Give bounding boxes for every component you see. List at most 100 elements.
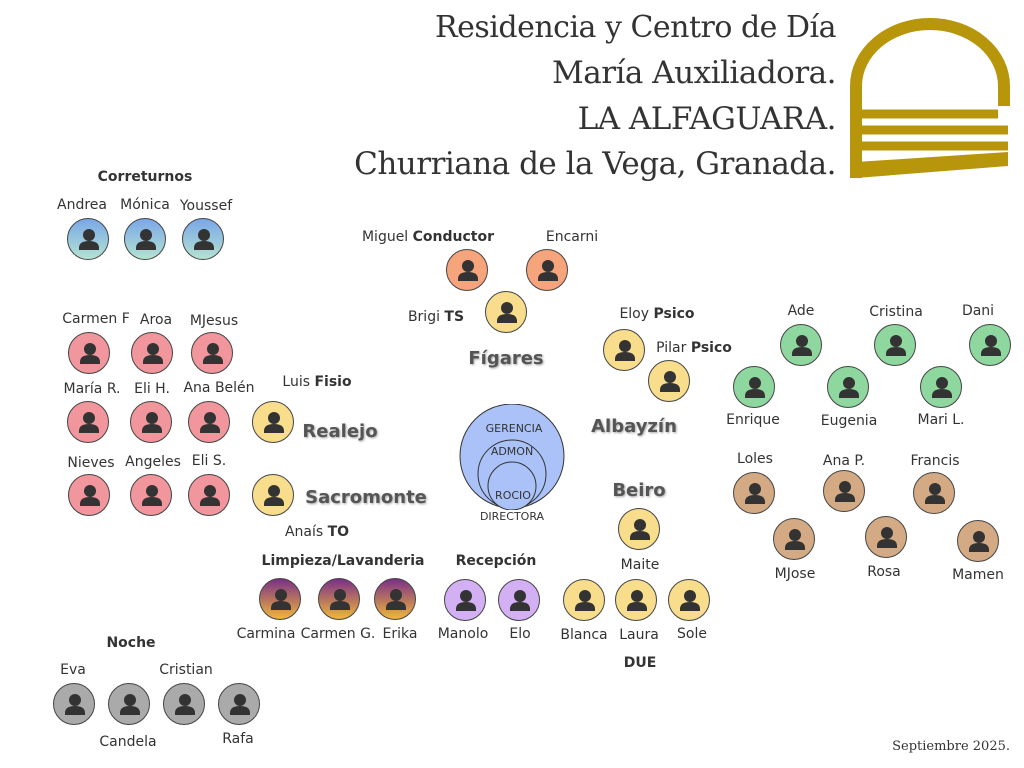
name-eloy: Eloy: [619, 306, 650, 322]
name-eli-s: Eli S.: [191, 453, 227, 469]
person-icon: [264, 485, 284, 506]
avatar-manolo: [444, 579, 486, 621]
name-anais: Anaís: [284, 524, 324, 540]
avatar-maite: [618, 508, 660, 550]
person-icon: [981, 335, 1001, 356]
avatar-dani: [969, 324, 1011, 366]
avatar-luis: [252, 401, 294, 443]
avatar-ana-p: [823, 470, 865, 512]
person-icon: [143, 343, 163, 364]
name-pilar: Pilar: [656, 340, 687, 356]
person-icon: [142, 485, 162, 506]
person-icon: [785, 529, 805, 550]
person-icon: [264, 412, 284, 433]
name-laura: Laura: [619, 627, 659, 643]
name-pilar-psico: Pilar Psico: [656, 340, 732, 356]
name-nieves: Nieves: [67, 455, 115, 471]
name-eva: Eva: [60, 662, 86, 678]
role-to: TO: [327, 524, 350, 540]
avatar-mjesus: [191, 332, 233, 374]
person-icon: [271, 589, 291, 610]
due-heading: DUE: [623, 655, 657, 671]
gerencia-label: GERENCIA: [486, 422, 543, 435]
name-youssef: Youssef: [179, 198, 233, 214]
name-maria-r: María R.: [63, 381, 121, 397]
person-icon: [835, 481, 855, 502]
avatar-pilar: [648, 360, 690, 402]
person-icon: [194, 229, 214, 250]
person-icon: [79, 412, 99, 433]
name-andrea: Andrea: [57, 197, 107, 213]
person-icon: [925, 483, 945, 504]
person-icon: [792, 335, 812, 356]
limpieza-heading: Limpieza/Lavanderia: [261, 553, 425, 569]
person-icon: [65, 694, 85, 715]
avatar-encarni: [526, 249, 568, 291]
org-circles: GERENCIA ADMON ROCIO: [459, 404, 565, 510]
name-francis: Francis: [910, 453, 960, 469]
person-icon: [510, 590, 530, 611]
person-icon: [745, 483, 765, 504]
person-icon: [79, 229, 99, 250]
avatar-anais: [252, 474, 294, 516]
avatar-andrea: [67, 218, 109, 260]
person-icon: [497, 302, 517, 323]
role-conductor: Conductor: [412, 229, 495, 245]
avatar-laura: [615, 579, 657, 621]
name-maite: Maite: [620, 557, 660, 573]
avatar-eloy: [603, 329, 645, 371]
name-eli-h: Eli H.: [134, 381, 170, 397]
avatar-sole: [668, 579, 710, 621]
avatar-eugenia: [827, 366, 869, 408]
name-angeles: Angeles: [125, 454, 181, 470]
name-mjose: MJose: [774, 566, 816, 582]
title-line-3: LA ALFAGUARA.: [577, 101, 837, 137]
avatar-monica: [124, 218, 166, 260]
person-icon: [80, 343, 100, 364]
role-ts: TS: [444, 309, 465, 325]
role-fisio: Fisio: [314, 374, 352, 390]
avatar-mari-l: [920, 366, 962, 408]
noche-heading: Noche: [106, 635, 156, 651]
avatar-erika: [374, 578, 416, 620]
name-erika: Erika: [382, 626, 418, 642]
avatar-cristina: [874, 324, 916, 366]
area-realejo: Realejo: [302, 421, 378, 442]
person-icon: [839, 377, 859, 398]
avatar-loles: [733, 472, 775, 514]
person-icon: [120, 694, 140, 715]
title-line-1: Residencia y Centro de Día: [435, 10, 836, 45]
role-psico-pilar: Psico: [690, 340, 732, 356]
person-icon: [630, 519, 650, 540]
name-brigi-ts: Brigi TS: [408, 309, 464, 325]
name-carmen-g: Carmen G.: [300, 626, 376, 642]
name-carmina: Carmina: [236, 626, 296, 642]
correturnos-heading: Correturnos: [97, 169, 193, 185]
name-mjesus: MJesus: [189, 313, 239, 329]
person-icon: [80, 485, 100, 506]
avatar-carmina: [259, 578, 301, 620]
name-elo: Elo: [509, 626, 531, 642]
name-monica: Mónica: [120, 197, 170, 213]
avatar-enrique: [733, 366, 775, 408]
alfaguara-logo: [850, 18, 1010, 178]
avatar-blanca: [563, 579, 605, 621]
name-enrique: Enrique: [726, 412, 780, 428]
rocio-circle: [487, 461, 537, 510]
area-beiro: Beiro: [612, 480, 666, 501]
directora-label: DIRECTORA: [479, 510, 545, 523]
avatar-ade: [780, 324, 822, 366]
person-icon: [969, 531, 989, 552]
person-icon: [627, 590, 647, 611]
name-sole: Sole: [677, 626, 707, 642]
person-icon: [203, 343, 223, 364]
person-icon: [615, 340, 635, 361]
name-ana-p: Ana P.: [822, 453, 866, 469]
avatar-eli-h: [130, 401, 172, 443]
title-line-4: Churriana de la Vega, Granada.: [354, 146, 836, 182]
person-icon: [932, 377, 952, 398]
person-icon: [745, 377, 765, 398]
avatar-eva: [53, 683, 95, 725]
avatar-mjose: [773, 518, 815, 560]
person-icon: [175, 694, 195, 715]
